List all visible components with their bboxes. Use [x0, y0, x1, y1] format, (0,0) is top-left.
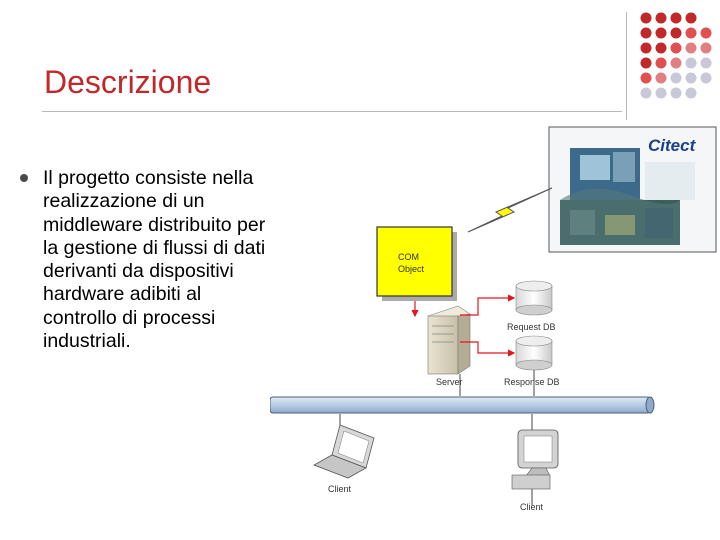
- arrow-to-request-db: [460, 294, 516, 316]
- com-object-line2: Object: [398, 264, 425, 274]
- decorative-dot: [685, 72, 697, 84]
- decorative-dot: [700, 42, 712, 54]
- server-label: Server: [436, 377, 463, 387]
- decorative-dot: [655, 57, 667, 69]
- decorative-dot: [640, 42, 652, 54]
- com-object-line1: COM: [398, 252, 419, 262]
- vertical-divider: [626, 12, 627, 120]
- citect-logo: Citect: [648, 136, 697, 155]
- decorative-dot: [640, 12, 652, 24]
- decorative-dot: [640, 27, 652, 39]
- decorative-dot: [670, 72, 682, 84]
- arrow-to-response-db: [460, 341, 516, 357]
- decorative-dot: [700, 27, 712, 39]
- server-icon: [427, 305, 471, 375]
- request-db-label: Request DB: [507, 322, 556, 332]
- decorative-dot: [670, 12, 682, 24]
- decorative-dot: [640, 72, 652, 84]
- slide-title: Descrizione: [44, 64, 212, 100]
- bullet-dot-icon: [20, 174, 28, 182]
- desktop-monitor-icon: [511, 429, 559, 490]
- client-right-label: Client: [520, 502, 544, 512]
- decorative-dot: [685, 57, 697, 69]
- bullet-text: Il progetto consiste nella realizzazione…: [43, 167, 266, 353]
- decorative-dot: [655, 27, 667, 39]
- decorative-dot: [670, 42, 682, 54]
- title-divider: [42, 111, 622, 112]
- decorative-dot: [670, 57, 682, 69]
- decorative-dot: [655, 42, 667, 54]
- response-db-icon: [515, 335, 553, 371]
- decorative-dot: [700, 72, 712, 84]
- decorative-dot: [685, 42, 697, 54]
- decorative-dot: [655, 12, 667, 24]
- decorative-dot: [685, 87, 697, 99]
- response-db-label: Response DB: [504, 377, 560, 387]
- lightning-bolt-icon: [467, 187, 553, 233]
- decorative-dot: [655, 87, 667, 99]
- decorative-dot-grid: [640, 12, 712, 99]
- decorative-dot: [700, 57, 712, 69]
- decorative-dot: [655, 72, 667, 84]
- client-left-label: Client: [328, 484, 352, 494]
- architecture-diagram: Citect COM Object Server Request DB Resp…: [270, 126, 717, 512]
- request-db-icon: [515, 280, 553, 316]
- decorative-dot: [640, 87, 652, 99]
- com-object-box: COM Object: [376, 226, 457, 301]
- decorative-dot: [685, 12, 697, 24]
- decorative-dot: [670, 27, 682, 39]
- laptop-icon: [313, 424, 375, 479]
- decorative-dot: [670, 87, 682, 99]
- decorative-dot: [640, 57, 652, 69]
- network-bus: [270, 396, 655, 414]
- citect-image: Citect: [548, 126, 717, 253]
- decorative-dot: [685, 27, 697, 39]
